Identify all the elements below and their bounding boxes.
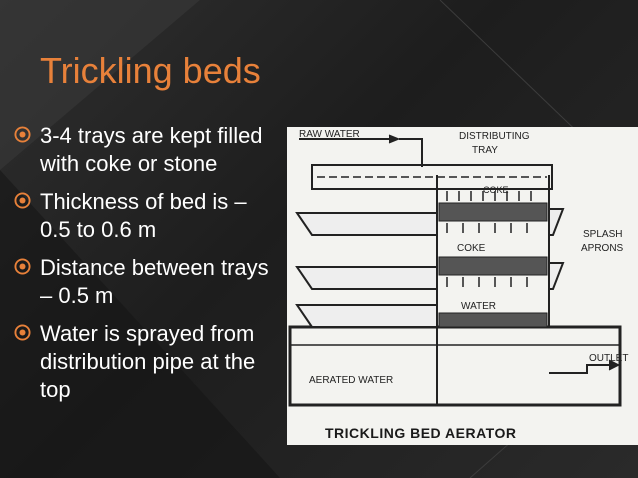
label-aprons: APRONS [581,243,624,254]
trickling-bed-aerator-diagram: RAW WATER DISTRIBUTING TRAY COKE COKE WA… [287,127,638,445]
label-coke-mid: COKE [457,243,486,254]
bullet-text: Water is sprayed from distribution pipe … [40,321,256,402]
target-circle-icon [14,192,31,209]
label-tray: TRAY [472,145,498,156]
bullet-text: Distance between trays – 0.5 m [40,255,269,308]
label-coke-top: COKE [483,185,509,195]
label-raw-water: RAW WATER [299,129,360,140]
slide-title: Trickling beds [40,50,261,91]
bullet-item: Water is sprayed from distribution pipe … [14,320,276,404]
bullet-text: 3-4 trays are kept filled with coke or s… [40,123,263,176]
bullet-item: Thickness of bed is – 0.5 to 0.6 m [14,188,276,244]
label-splash: SPLASH [583,229,622,240]
diagram-caption: TRICKLING BED AERATOR [325,425,517,441]
aerator-drawing: RAW WATER DISTRIBUTING TRAY COKE COKE WA… [288,129,628,407]
bullet-item: Distance between trays – 0.5 m [14,254,276,310]
label-distributing: DISTRIBUTING [459,131,530,142]
target-circle-icon [14,126,31,143]
label-water: WATER [461,301,496,312]
label-aerated-water: AERATED WATER [309,375,393,386]
bullet-text: Thickness of bed is – 0.5 to 0.6 m [40,189,247,242]
bullet-list: 3-4 trays are kept filled with coke or s… [14,122,276,414]
target-circle-icon [14,258,31,275]
label-outlet: OUTLET [589,353,628,364]
bullet-item: 3-4 trays are kept filled with coke or s… [14,122,276,178]
target-circle-icon [14,324,31,341]
